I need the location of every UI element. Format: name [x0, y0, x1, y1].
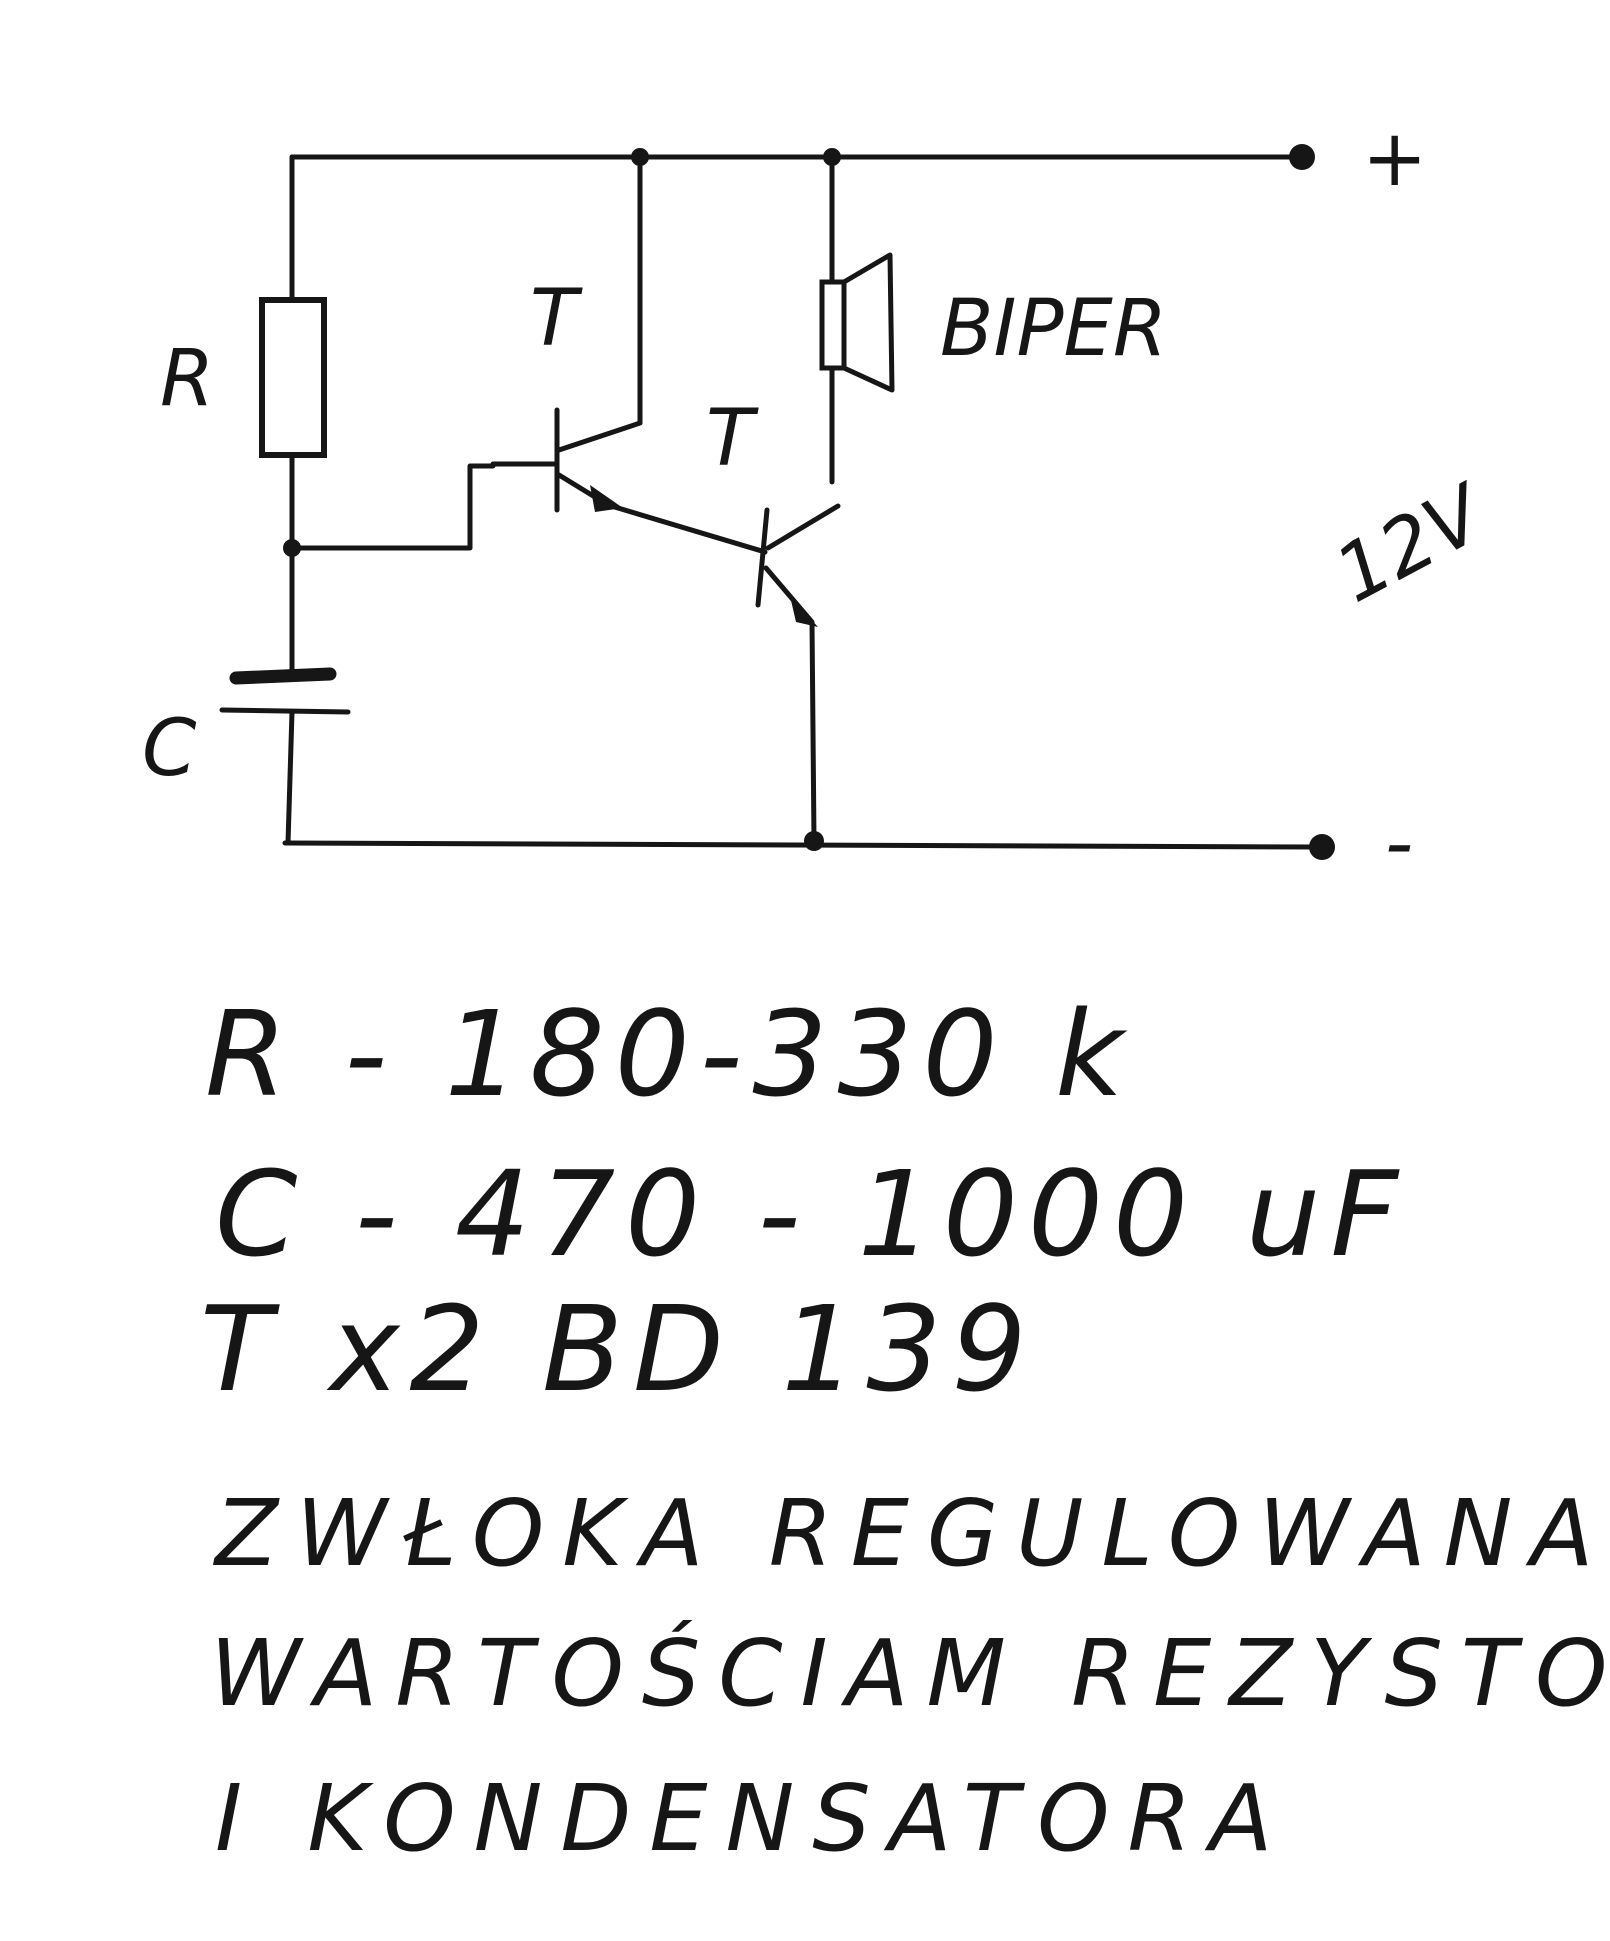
- capacitor-label: C: [142, 704, 197, 794]
- left-wire: [285, 154, 295, 846]
- resistor-label: R: [160, 334, 214, 424]
- resistor-symbol: [259, 297, 327, 458]
- negative-rail: [282, 840, 1318, 850]
- plus-terminal-label: +: [1362, 114, 1427, 204]
- capacitor-plate-positive: [229, 667, 337, 685]
- minus-terminal-label: -: [1385, 799, 1413, 889]
- capacitor-plate: [219, 707, 351, 715]
- transistor-2-label: T: [706, 394, 759, 484]
- caption-line-1: ZWŁOKA REGULOWANA: [212, 1480, 1610, 1587]
- buzzer-label: BIPER: [940, 284, 1167, 374]
- transistor-2-emitter-arrow: [790, 596, 818, 627]
- note-line-transistors: T x2 BD 139: [200, 1280, 1037, 1418]
- caption-line-2: WARTOŚCIAM REZYSTORA: [210, 1618, 1610, 1727]
- transistor-1-label: T: [530, 274, 583, 364]
- voltage-label: 12V: [1321, 467, 1502, 620]
- transistor-1-emitter-arrow: [590, 485, 623, 512]
- note-line-resistor: R - 180-330 k: [205, 985, 1133, 1123]
- transistor-2-base-bar: [755, 507, 770, 608]
- buzzer-body: [819, 279, 847, 371]
- base-wire: [289, 461, 558, 551]
- negative-terminal-dot: [1309, 834, 1335, 860]
- buzzer-horn: [841, 252, 895, 393]
- transistor-1-collector: [556, 154, 643, 453]
- transistor-2-collector: [765, 503, 841, 551]
- note-line-capacitor: C - 470 - 1000 uF: [215, 1145, 1408, 1283]
- positive-terminal-dot: [1289, 144, 1315, 170]
- caption-line-3: I KONDENSATORA: [215, 1765, 1290, 1872]
